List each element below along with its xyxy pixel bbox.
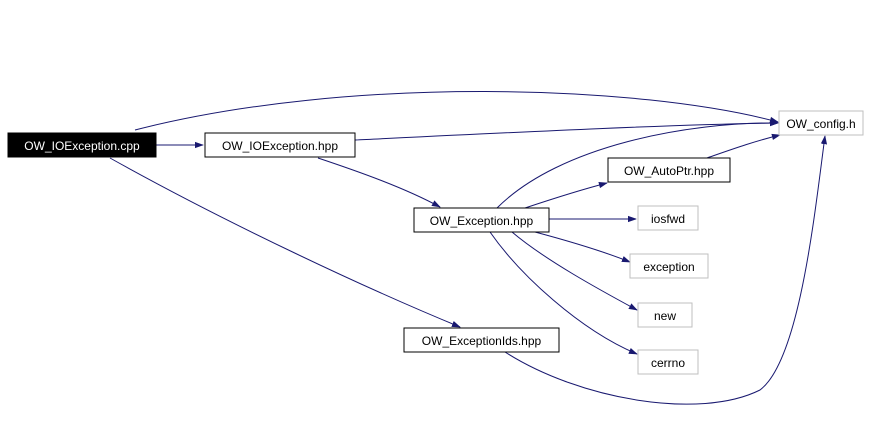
edge-ow-ioexception-hpp-to-ow-exception-hpp xyxy=(317,157,441,208)
node-exception: exception xyxy=(629,253,709,279)
edge-ow-exception-hpp-to-ow-autoptr-hpp xyxy=(524,181,608,209)
edge-ow-exception-hpp-to-new xyxy=(511,231,638,311)
node-ow-exception-hpp[interactable]: OW_Exception.hpp xyxy=(413,207,550,233)
node-box xyxy=(403,327,560,353)
node-box xyxy=(204,132,356,158)
node-label: OW_IOException.hpp xyxy=(222,139,338,153)
node-box xyxy=(629,253,709,279)
edge-ow-exceptionids-hpp-to-ow-config-h xyxy=(504,135,828,405)
node-ow-exceptionids-hpp[interactable]: OW_ExceptionIds.hpp xyxy=(403,327,560,353)
node-iosfwd: iosfwd xyxy=(637,205,699,231)
edge-ow-exception-hpp-to-cerrno xyxy=(489,231,638,355)
node-box xyxy=(637,302,693,328)
node-label: OW_config.h xyxy=(786,117,855,131)
node-box xyxy=(607,157,731,183)
edge-ow-ioexception-cpp-to-ow-exceptionids-hpp xyxy=(109,157,461,328)
node-box xyxy=(637,349,699,375)
node-cerrno: cerrno xyxy=(637,349,699,375)
node-ow-ioexception-hpp[interactable]: OW_IOException.hpp xyxy=(204,132,356,158)
edge-ow-autoptr-hpp-to-ow-config-h xyxy=(706,133,781,159)
node-label: OW_AutoPtr.hpp xyxy=(624,164,714,178)
edge-ow-ioexception-cpp-to-ow-config-h xyxy=(134,91,779,131)
node-ow-config-h: OW_config.h xyxy=(778,110,864,136)
node-new: new xyxy=(637,302,693,328)
node-label: OW_IOException.cpp xyxy=(24,139,140,153)
node-ow-autoptr-hpp[interactable]: OW_AutoPtr.hpp xyxy=(607,157,731,183)
node-box xyxy=(637,205,699,231)
node-layer: OW_IOException.cpp OW_IOException.hpp OW_c… xyxy=(7,110,864,375)
node-label: exception xyxy=(643,260,694,274)
node-label: cerrno xyxy=(651,356,685,370)
node-label: new xyxy=(654,309,676,323)
node-label: OW_ExceptionIds.hpp xyxy=(422,334,542,348)
node-label: OW_Exception.hpp xyxy=(430,214,534,228)
node-box xyxy=(778,110,864,136)
node-box xyxy=(7,132,157,158)
edge-layer xyxy=(109,91,828,405)
edge-ow-exception-hpp-to-exception xyxy=(534,231,631,263)
edge-ow-exception-hpp-to-ow-config-h xyxy=(496,119,779,209)
node-label: iosfwd xyxy=(651,212,685,226)
node-ow-ioexception-cpp[interactable]: OW_IOException.cpp xyxy=(7,132,157,158)
node-box xyxy=(413,207,550,233)
